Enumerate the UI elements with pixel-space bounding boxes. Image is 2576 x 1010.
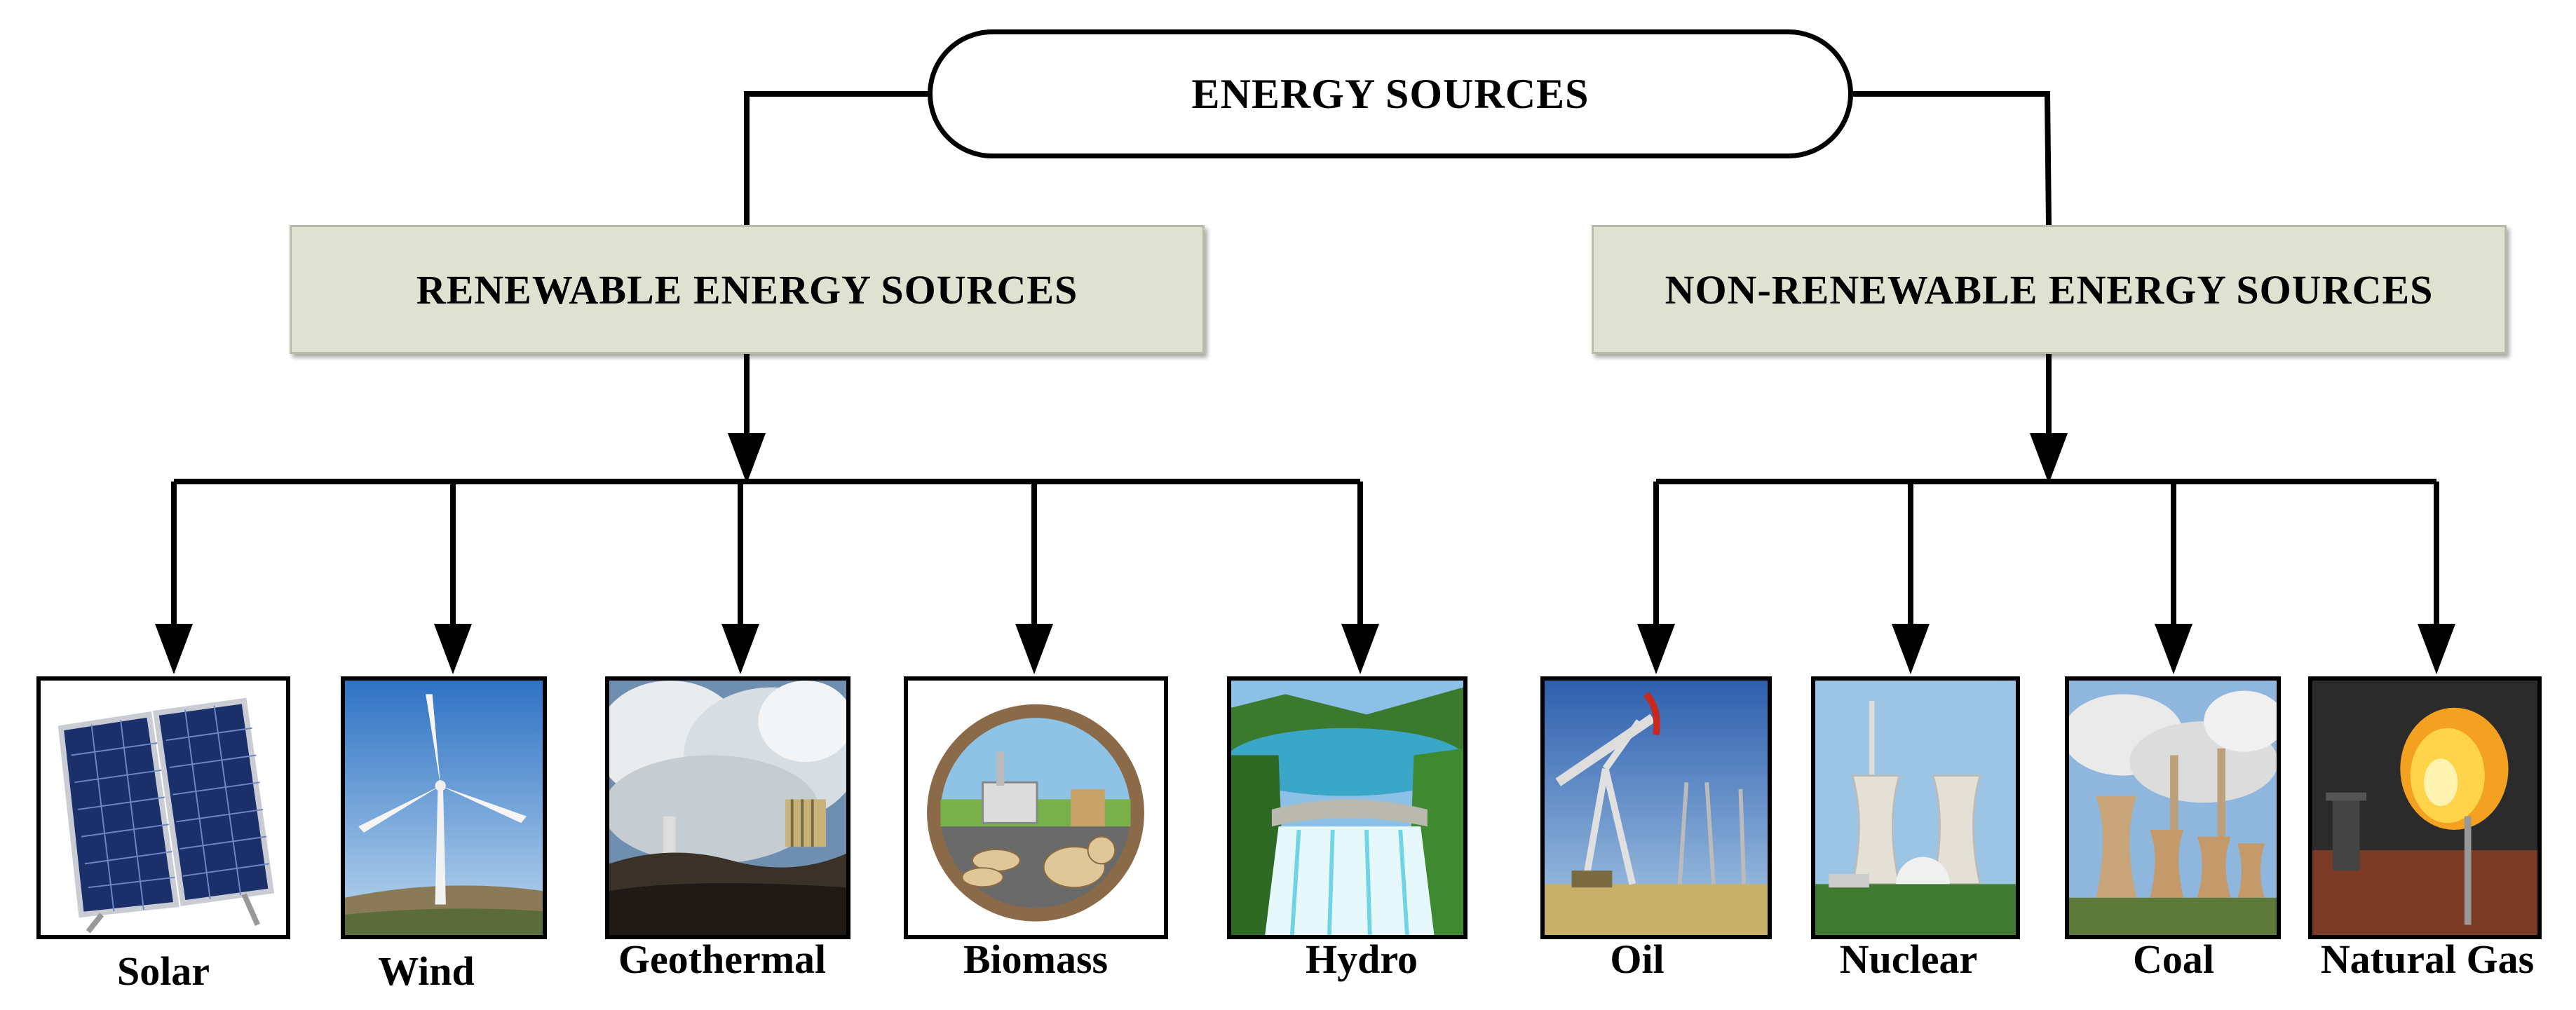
- nuclear-plant-icon: [1815, 681, 2016, 935]
- hydro-tile: [1227, 676, 1467, 939]
- item-label-nuclear: Nuclear: [1839, 936, 1978, 982]
- item-label-wind: Wind: [378, 948, 475, 994]
- root-to-renewable-line: [744, 91, 928, 225]
- category-nonrenewable: NON-RENEWABLE ENERGY SOURCES: [1592, 225, 2507, 354]
- item-label-coal: Coal: [2133, 936, 2214, 982]
- coal-plant-icon: [2069, 681, 2277, 935]
- gas-flare-icon: [2312, 681, 2537, 935]
- category-label: NON-RENEWABLE ENERGY SOURCES: [1665, 266, 2434, 313]
- oil-tile: [1540, 676, 1772, 939]
- geothermal-tile: [605, 676, 850, 939]
- wind-turbine-icon: [345, 681, 543, 935]
- root-to-nonrenewable-line: [1853, 91, 2052, 226]
- item-label-solar: Solar: [116, 948, 210, 994]
- coal-tile: [2065, 676, 2281, 939]
- nonrenewable-trunk-arrowhead: [2030, 433, 2068, 484]
- wind-tile: [341, 676, 547, 939]
- root-node-energy-sources: ENERGY SOURCES: [928, 29, 1853, 158]
- nuclear-tile: [1811, 676, 2020, 939]
- item-label-biomass: Biomass: [963, 936, 1109, 982]
- biomass-tile: [904, 676, 1168, 939]
- hydro-dam-icon: [1231, 681, 1463, 935]
- geothermal-plant-icon: [609, 681, 846, 935]
- solar-tile: [36, 676, 290, 939]
- item-label-geothermal: Geothermal: [618, 936, 827, 982]
- natural-gas-tile: [2308, 676, 2542, 939]
- renewable-trunk-arrowhead: [728, 433, 766, 484]
- item-label-hydro: Hydro: [1305, 936, 1418, 982]
- item-label-natural-gas: Natural Gas: [2320, 936, 2535, 982]
- item-label-oil: Oil: [1610, 936, 1665, 982]
- biomass-icon: [908, 681, 1164, 935]
- solar-panel-icon: [41, 681, 286, 935]
- root-label: ENERGY SOURCES: [1191, 70, 1589, 117]
- category-label: RENEWABLE ENERGY SOURCES: [416, 266, 1078, 313]
- category-renewable: RENEWABLE ENERGY SOURCES: [290, 225, 1205, 354]
- oil-pump-icon: [1545, 681, 1768, 935]
